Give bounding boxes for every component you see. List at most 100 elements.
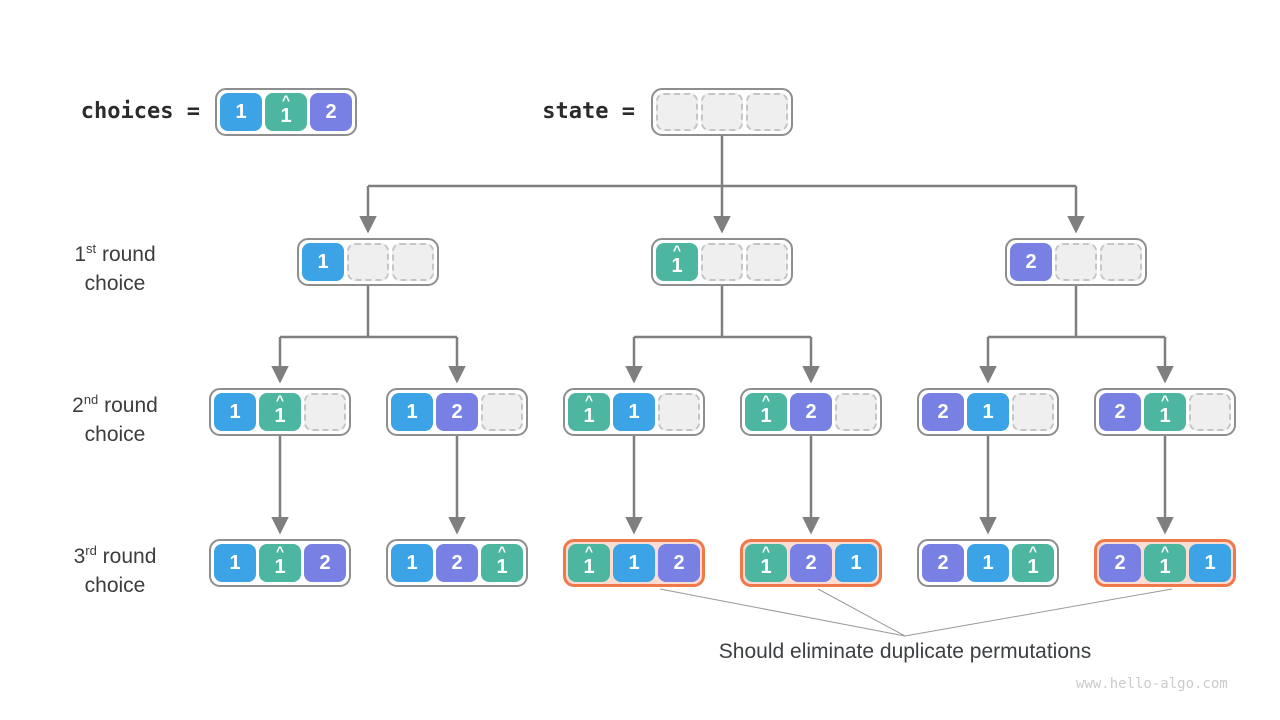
hat-mark: ^ [672,242,682,258]
cell-digit: 2 [805,401,817,423]
cell-2: 2 [790,544,832,582]
cell-1-duplicate: ^1 [568,544,610,582]
cell-digit: 2 [1025,251,1037,273]
round-number: 2 [72,394,84,417]
cell-1-duplicate: ^1 [259,393,301,431]
empty-cell [656,93,698,131]
hat-mark: ^ [761,392,771,408]
cell-digit: 2 [937,401,949,423]
cell-digit: 1 [280,105,292,127]
ordinal-suffix: nd [83,392,99,407]
annotation-text: Should eliminate duplicate permutations [718,640,1092,663]
cell-digit: 2 [805,552,817,574]
empty-cell [1100,243,1142,281]
cell-digit: 1 [406,401,418,423]
cell-digit: 1 [982,552,994,574]
cell-digit: 1 [628,401,640,423]
cell-1: 1 [391,393,433,431]
node-r3-6-duplicate: 2 ^1 1 [1094,539,1236,587]
cell-1-duplicate: ^1 [656,243,698,281]
state-array [651,88,793,136]
row-label-2nd-round: 2nd round choice [25,385,205,449]
cell-1-duplicate: ^1 [745,544,787,582]
cell-digit: 1 [235,101,247,123]
cell-digit: 1 [583,405,595,427]
node-r1-2: ^1 [651,238,793,286]
cell-1-duplicate: ^1 [1012,544,1054,582]
empty-cell [746,93,788,131]
cell-2: 2 [922,544,964,582]
cell-2: 2 [436,544,478,582]
hat-mark: ^ [497,543,507,559]
empty-cell [1055,243,1097,281]
hat-mark: ^ [1160,392,1170,408]
cell-1: 1 [214,393,256,431]
cell-1-duplicate: ^1 [259,544,301,582]
node-r1-3: 2 [1005,238,1147,286]
round-number: 3 [73,545,86,568]
cell-digit: 1 [1027,556,1039,578]
node-r1-1: 1 [297,238,439,286]
cell-1: 1 [220,93,262,131]
hat-mark: ^ [584,543,594,559]
cell-digit: 1 [583,556,595,578]
cell-digit: 2 [319,552,331,574]
cell-1-duplicate: ^1 [481,544,523,582]
hat-mark: ^ [761,543,771,559]
choice-word: choice [84,272,146,295]
row-label-1st-round: 1st round choice [25,234,205,298]
cell-2: 2 [304,544,346,582]
empty-cell [304,393,346,431]
cell-1-duplicate: ^1 [1144,393,1186,431]
empty-cell [701,243,743,281]
node-r3-3-duplicate: ^1 1 2 [563,539,705,587]
hat-mark: ^ [275,392,285,408]
cell-1: 1 [214,544,256,582]
node-r2-2: 1 2 [386,388,528,436]
cell-digit: 1 [229,401,241,423]
node-r2-3: ^1 1 [563,388,705,436]
choice-word: choice [84,574,146,597]
cell-1: 1 [613,393,655,431]
cell-1-duplicate: ^1 [568,393,610,431]
level-1-connectors [359,136,1085,234]
choice-word: choice [84,423,146,446]
cell-digit: 1 [628,552,640,574]
cell-digit: 2 [325,101,337,123]
choices-label: choices = [80,99,200,124]
cell-2: 2 [922,393,964,431]
cell-2: 2 [1010,243,1052,281]
node-r2-5: 2 1 [917,388,1059,436]
empty-cell [481,393,523,431]
cell-digit: 2 [673,552,685,574]
cell-2: 2 [436,393,478,431]
empty-cell [658,393,700,431]
node-r3-2: 1 2 ^1 [386,539,528,587]
cell-digit: 1 [760,556,772,578]
ordinal-suffix: rd [85,543,97,558]
cell-digit: 1 [1159,556,1171,578]
cell-digit: 2 [451,401,463,423]
node-r2-4: ^1 2 [740,388,882,436]
cell-digit: 1 [671,255,683,277]
cell-digit: 1 [274,405,286,427]
empty-cell [1012,393,1054,431]
round-number: 1 [74,243,86,266]
hat-mark: ^ [1160,543,1170,559]
ordinal-suffix: st [86,241,97,256]
round-word: round [96,545,157,568]
cell-1-duplicate: ^1 [1144,544,1186,582]
cell-digit: 2 [1114,401,1126,423]
cell-digit: 1 [1204,552,1216,574]
node-r2-1: 1 ^1 [209,388,351,436]
empty-cell [392,243,434,281]
cell-1: 1 [967,393,1009,431]
cell-1: 1 [967,544,1009,582]
empty-cell [1189,393,1231,431]
cell-2: 2 [658,544,700,582]
cell-2: 2 [1099,393,1141,431]
hat-mark: ^ [584,392,594,408]
cell-digit: 1 [496,556,508,578]
